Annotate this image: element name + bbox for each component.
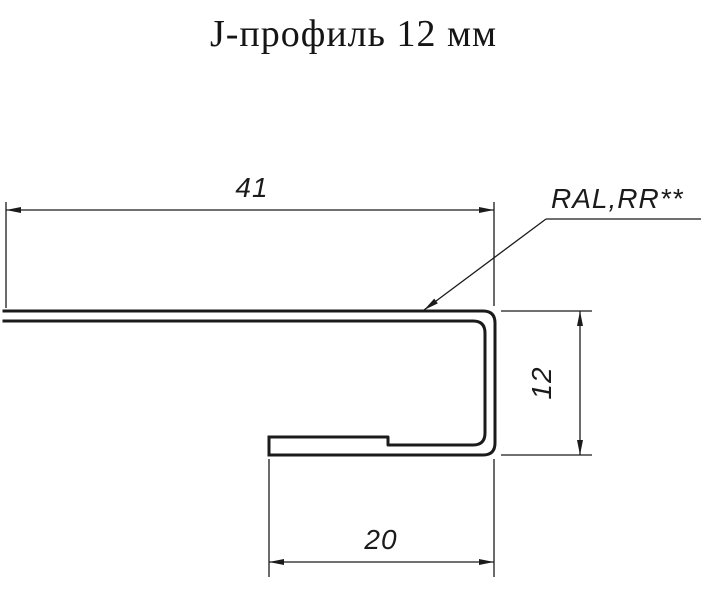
dim-bottom-width-label: 20 (363, 524, 397, 555)
dimension-lines (5, 202, 701, 577)
profile-inner-contour (2, 319, 487, 447)
drawing-title: J-профиль 12 мм (209, 13, 498, 55)
profile-outline (2, 309, 497, 457)
dim-top-width-label: 41 (235, 172, 268, 203)
coating-label: RAL,RR** (551, 183, 684, 214)
dimension-labels: 41 RAL,RR** 12 20 (235, 172, 684, 555)
dim-height-label: 12 (526, 366, 557, 399)
coating-leader-line (423, 218, 547, 311)
profile-outer-contour (2, 309, 497, 457)
